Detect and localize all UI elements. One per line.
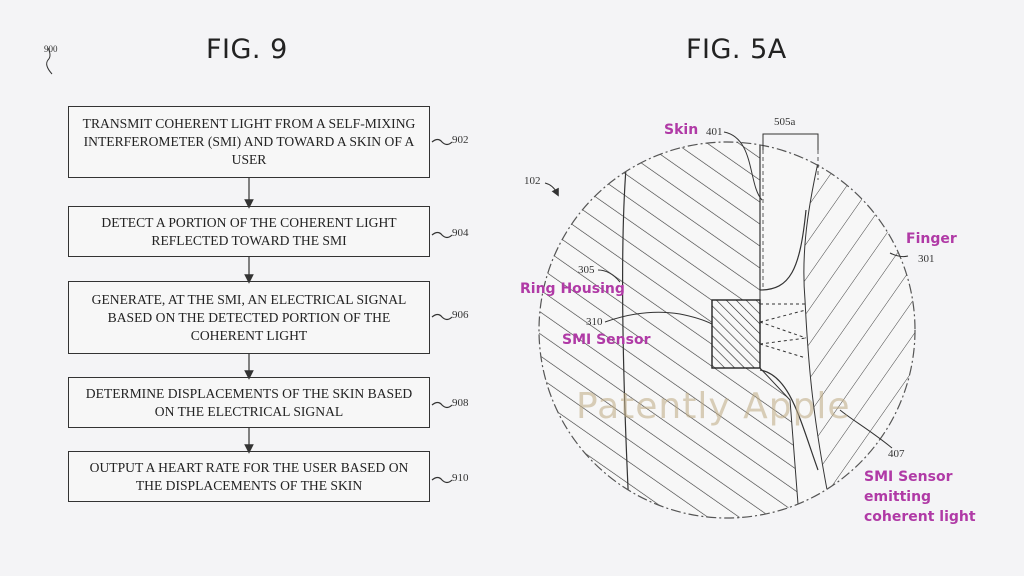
ref-910: 910 [452, 472, 469, 484]
ref-301: 301 [918, 253, 935, 265]
label-smi-sensor: SMI Sensor [562, 332, 651, 348]
ref-102: 102 [524, 175, 541, 187]
leader-904 [431, 231, 453, 239]
label-smi-emitting-line1: SMI Sensor [864, 469, 953, 485]
flow-step-902: TRANSMIT COHERENT LIGHT FROM A SELF-MIXI… [68, 106, 430, 178]
watermark: Patently Apple [576, 386, 851, 427]
label-smi-emitting-line2: emitting [864, 489, 932, 505]
ref-407: 407 [888, 448, 905, 460]
fig9-ref-900: 900 [44, 44, 58, 54]
fig9-title: FIG. 9 [206, 34, 288, 65]
ring-housing-region [539, 142, 800, 518]
ref-906: 906 [452, 309, 469, 321]
ref-401: 401 [706, 126, 723, 138]
ref-505a: 505a [774, 116, 796, 128]
fig5a-title: FIG. 5A [686, 34, 787, 65]
label-ring-housing: Ring Housing [520, 281, 625, 297]
ref-900-leader [46, 47, 53, 75]
light-rays [759, 303, 807, 359]
ref-908: 908 [452, 397, 469, 409]
ref-310: 310 [586, 316, 603, 328]
flow-step-906: GENERATE, AT THE SMI, AN ELECTRICAL SIGN… [68, 281, 430, 354]
flow-step-904: DETECT A PORTION OF THE COHERENT LIGHT R… [68, 206, 430, 257]
flow-step-908: DETERMINE DISPLACEMENTS OF THE SKIN BASE… [68, 377, 430, 428]
leader-902 [431, 138, 453, 146]
flow-step-910: OUTPUT A HEART RATE FOR THE USER BASED O… [68, 451, 430, 502]
label-skin: Skin [664, 122, 699, 138]
bracket-505a [762, 133, 819, 150]
leader-910 [431, 476, 453, 484]
ref-904: 904 [452, 227, 469, 239]
ref-305: 305 [578, 264, 595, 276]
leader-906 [431, 313, 453, 321]
label-smi-emitting-line3: coherent light [864, 509, 976, 525]
ref-902: 902 [452, 134, 469, 146]
label-finger: Finger [906, 231, 957, 247]
smi-sensor-block [711, 299, 761, 369]
leader-908 [431, 401, 453, 409]
detail-circle [538, 141, 916, 519]
